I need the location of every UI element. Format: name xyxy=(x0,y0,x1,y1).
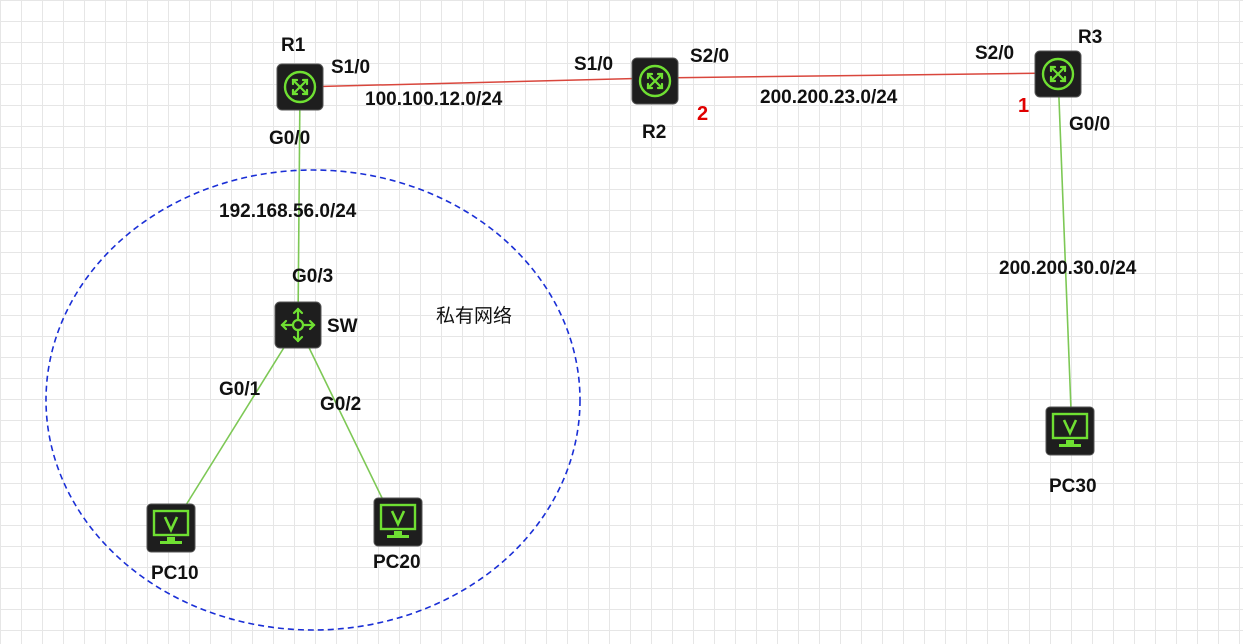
port-label-r1-g: G0/0 xyxy=(269,128,311,149)
port-label-r1-s: S1/0 xyxy=(331,57,371,78)
router-r2[interactable] xyxy=(631,57,679,105)
device-label-r3: R3 xyxy=(1078,27,1103,48)
private-network-zone xyxy=(45,169,581,631)
port-label-r3-g: G0/0 xyxy=(1069,114,1111,135)
router-r3[interactable] xyxy=(1034,50,1082,98)
router-icon xyxy=(276,63,324,111)
pc-monitor-icon xyxy=(373,497,423,547)
network-label-r2-r3: 200.200.23.0/24 xyxy=(760,87,898,108)
link-r1-sw[interactable] xyxy=(297,86,301,326)
port-label-sw-g1: G0/1 xyxy=(219,379,261,400)
link-r1-r2[interactable] xyxy=(299,77,656,88)
port-label-r3-s: S2/0 xyxy=(975,43,1015,64)
device-label-pc20: PC20 xyxy=(373,552,421,573)
port-label-sw-g3: G0/3 xyxy=(292,266,334,287)
device-label-pc10: PC10 xyxy=(151,563,199,584)
link-r2-r3[interactable] xyxy=(654,72,1059,79)
pc-pc30[interactable] xyxy=(1045,406,1095,456)
router-icon xyxy=(631,57,679,105)
switch-sw[interactable] xyxy=(274,301,322,349)
device-label-r1: R1 xyxy=(281,35,306,56)
port-label-r2-s2: S2/0 xyxy=(690,46,730,67)
switch-icon xyxy=(274,301,322,349)
router-icon xyxy=(1034,50,1082,98)
link-r3-pc30[interactable] xyxy=(1057,72,1072,411)
pc-monitor-icon xyxy=(1045,406,1095,456)
network-label-r1-r2: 100.100.12.0/24 xyxy=(365,89,503,110)
network-label-lan: 192.168.56.0/24 xyxy=(219,201,357,222)
marker-r3: 1 xyxy=(1018,95,1030,117)
link-sw-pc10[interactable] xyxy=(185,324,299,506)
pc-monitor-icon xyxy=(146,503,196,553)
port-label-sw-g2: G0/2 xyxy=(320,394,362,415)
router-r1[interactable] xyxy=(276,63,324,111)
device-label-r2: R2 xyxy=(642,122,667,143)
private-zone-label: 私有网络 xyxy=(436,305,513,327)
marker-r2: 2 xyxy=(697,103,709,125)
pc-pc20[interactable] xyxy=(373,497,423,547)
device-label-sw: SW xyxy=(327,316,358,337)
device-label-pc30: PC30 xyxy=(1049,476,1097,497)
port-label-r2-s1: S1/0 xyxy=(574,54,614,75)
link-sw-pc20[interactable] xyxy=(297,324,384,501)
network-label-r3-pc30: 200.200.30.0/24 xyxy=(999,258,1137,279)
pc-pc10[interactable] xyxy=(146,503,196,553)
